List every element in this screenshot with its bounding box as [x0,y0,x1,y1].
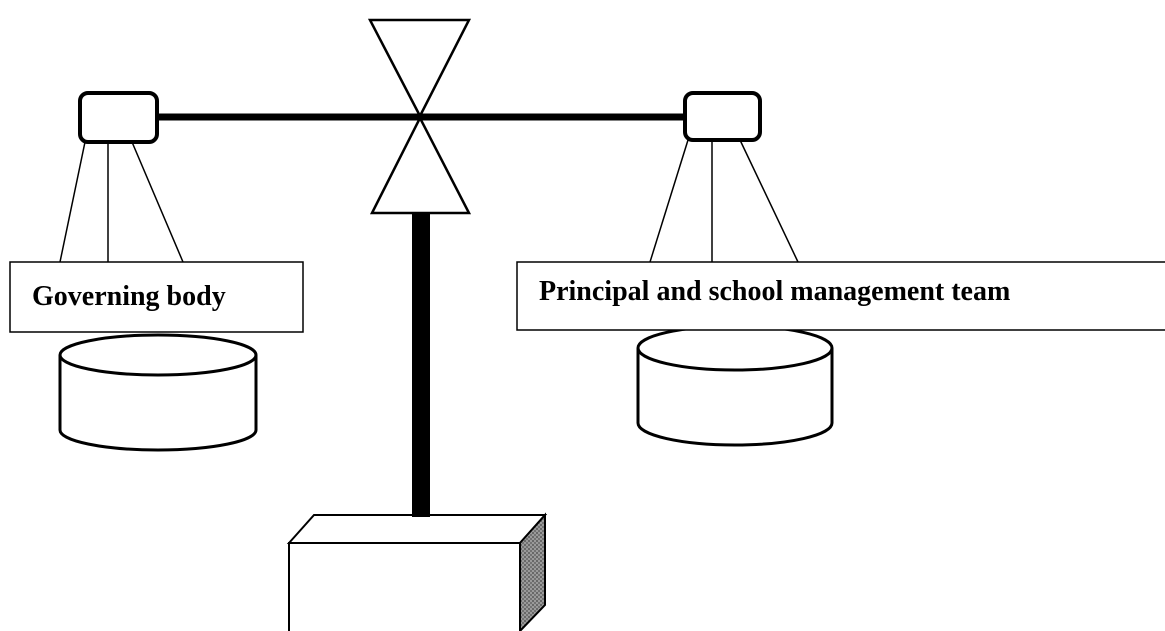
right-pan-label: Principal and school management team [539,276,1010,307]
fulcrum-lower-triangle [369,115,472,215]
fulcrum-upper-triangle [367,18,472,119]
right-cylinder-body [636,348,834,447]
left-beam-end-block [78,91,159,144]
right-cylinder-top [636,324,834,372]
left-hanger [59,91,184,263]
left-cylinder-top [58,333,258,377]
scale-post [412,208,430,517]
left-cylinder-body [58,355,258,452]
base-top-face [286,514,548,544]
left-cord-3 [131,141,184,263]
scale-base [286,512,548,631]
base-front-face [288,542,521,631]
fulcrum-hourglass [367,18,472,215]
right-cord-3 [739,139,799,263]
right-pan-weight [636,324,834,447]
right-hanger [649,91,799,263]
left-pan-label: Governing body [32,281,226,312]
right-cord-1 [649,139,689,263]
left-pan-weight [58,333,258,452]
right-pan-label-box: Principal and school management team [516,261,1165,331]
right-beam-end-block [683,91,762,142]
left-pan-label-box: Governing body [9,261,304,333]
left-cord-1 [59,141,86,263]
